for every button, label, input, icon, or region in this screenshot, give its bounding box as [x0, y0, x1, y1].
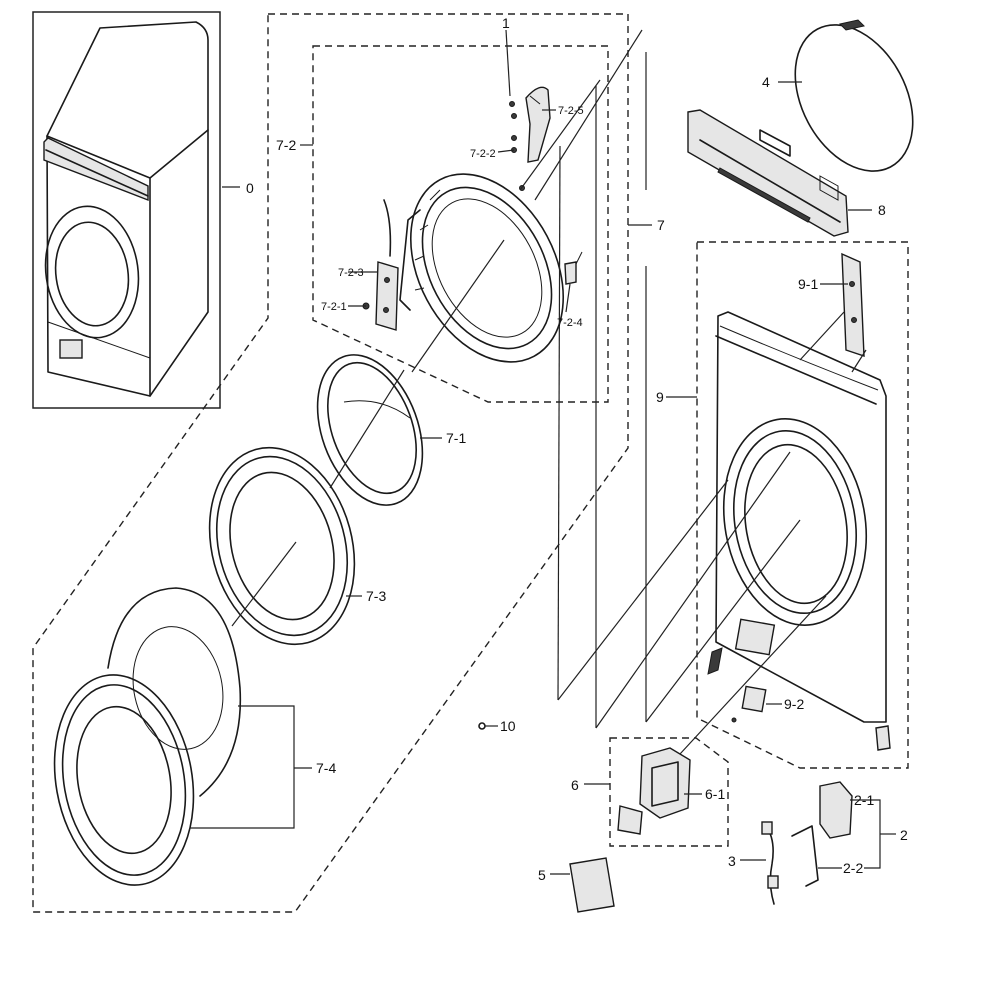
part-6-1-filter-housing [617, 747, 691, 835]
label-9-1: 9-1 [798, 276, 818, 292]
label-2: 2 [900, 827, 908, 843]
part-7-4-door-cover [53, 587, 242, 886]
part-7-1-inner-glass [316, 354, 424, 506]
part-7-2-4-latch [564, 251, 583, 285]
label-7-2: 7-2 [276, 137, 296, 153]
label-7-4: 7-4 [316, 760, 336, 776]
part-10-screw [478, 722, 486, 730]
label-7-2-3: 7-2-3 [338, 267, 364, 279]
label-7-2-2: 7-2-2 [470, 148, 496, 160]
part-3-wire-harness [761, 821, 779, 905]
part-6-filter-group-outline [609, 737, 729, 847]
label-2-2: 2-2 [843, 860, 863, 876]
front-panel-assembly-outline [696, 241, 909, 769]
label-7-2-1: 7-2-1 [321, 301, 347, 313]
part-2-1-bracket [819, 781, 853, 839]
label-2-1: 2-1 [854, 792, 874, 808]
label-6: 6 [571, 777, 579, 793]
door-assembly-outline [32, 13, 629, 913]
label-7-2-4: 7-2-4 [557, 317, 583, 329]
part-7-2-5-door-handle [525, 86, 551, 163]
label-7-3: 7-3 [366, 588, 386, 604]
part-7-2-3-hinge-plate [375, 199, 399, 331]
part-9-2-switch [731, 685, 767, 723]
part-7-2-2-screws [509, 101, 525, 191]
label-7-2-5: 7-2-5 [558, 105, 584, 117]
callout-labels: 0 1 2 2-1 2-2 3 4 5 6 6-1 7 7-1 7-2 7-2-… [246, 15, 908, 883]
label-1: 1 [502, 15, 510, 31]
label-4: 4 [762, 74, 770, 90]
part-9-1-bracket [841, 252, 865, 357]
part-7-2-door-frame [399, 173, 565, 363]
label-5: 5 [538, 867, 546, 883]
label-6-1: 6-1 [705, 786, 725, 802]
part-8-control-panel [687, 109, 849, 237]
label-7: 7 [657, 217, 665, 233]
leader-lines [190, 29, 896, 875]
part-5-filter-cover [569, 857, 615, 913]
label-8: 8 [878, 202, 886, 218]
label-7-1: 7-1 [446, 430, 466, 446]
part-4-gasket [794, 19, 914, 172]
label-10: 10 [500, 718, 516, 734]
label-0: 0 [246, 180, 254, 196]
label-9-2: 9-2 [784, 696, 804, 712]
part-7-3-door-trim [208, 446, 356, 646]
label-9: 9 [656, 389, 664, 405]
part-0-complete-dryer [32, 11, 221, 409]
label-3: 3 [728, 853, 736, 869]
part-2-2-bracket [791, 825, 819, 887]
part-9-front-panel [707, 311, 891, 751]
